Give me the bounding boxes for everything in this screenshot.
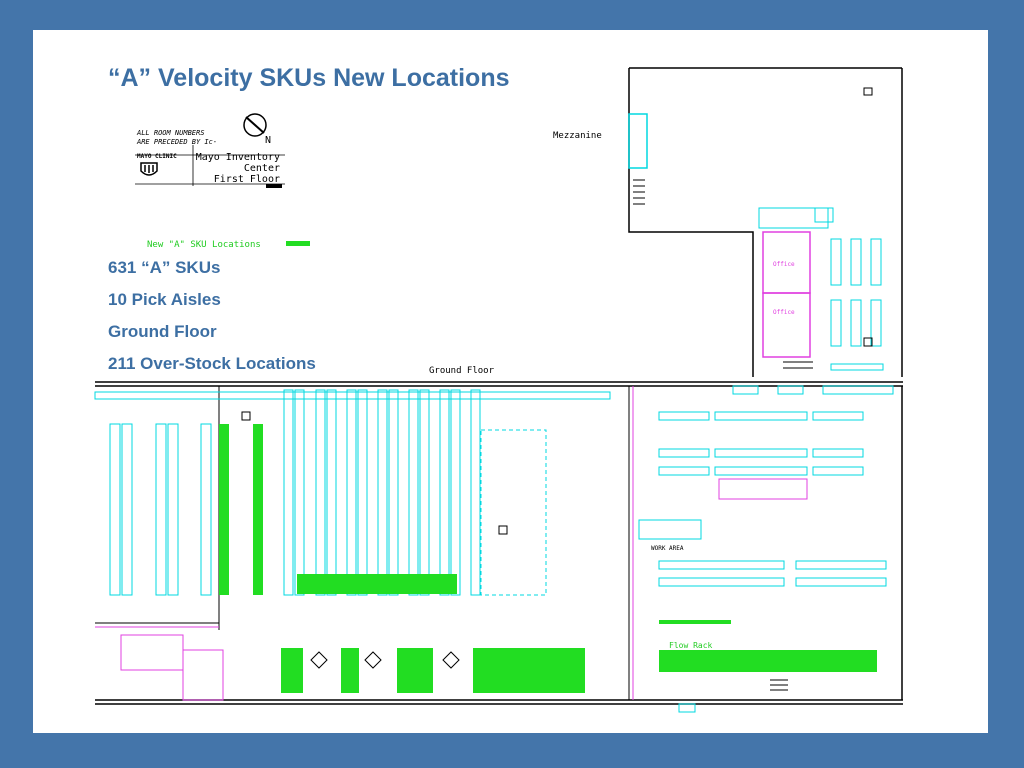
mayo-clinic-logo-text: MAYO CLINIC <box>137 153 177 160</box>
bottom-rooms: Flow Rack <box>120 634 877 713</box>
slide-title: “A” Velocity SKUs New Locations <box>108 64 510 92</box>
slide: “A” Velocity SKUs New Locations 631 “A” … <box>33 30 988 733</box>
legend-title-line1: Mayo Inventory <box>196 152 280 163</box>
office-label-2: Office <box>773 309 795 316</box>
north-label: N <box>265 135 271 146</box>
office-label-1: Office <box>773 261 795 268</box>
mezzanine-area: Mezzanine Office Office <box>553 67 903 377</box>
ground-floor-label: Ground Floor <box>429 366 495 376</box>
legend-note-line2: ARE PRECEDED BY Ic- <box>136 138 217 146</box>
bullet-sku-count: 631 “A” SKUs <box>108 258 221 277</box>
a-sku-legend-text: New "A" SKU Locations <box>147 240 261 250</box>
legend-title-line3: First Floor <box>214 174 280 185</box>
left-pick-racks <box>94 389 611 596</box>
legend-block: ALL ROOM NUMBERS ARE PRECEDED BY Ic- MAY… <box>135 113 310 250</box>
bullet-overstock: 211 Over-Stock Locations <box>108 354 316 373</box>
flow-rack-label: Flow Rack <box>669 641 713 650</box>
right-racks <box>658 385 894 624</box>
bullet-pick-aisles: 10 Pick Aisles <box>108 290 221 309</box>
floor-plan-diagram: ALL ROOM NUMBERS ARE PRECEDED BY Ic- MAY… <box>94 67 903 713</box>
legend-note-line1: ALL ROOM NUMBERS <box>136 129 204 137</box>
mezzanine-label: Mezzanine <box>553 131 602 141</box>
work-area-label: WORK AREA <box>651 545 684 552</box>
flow-rack-green <box>659 650 877 672</box>
mayo-shield-icon <box>140 162 158 176</box>
north-arrow-icon: N <box>243 113 271 146</box>
ground-floor-outline: Ground Floor WORK AREA <box>95 366 903 705</box>
legend-title-line2: Center <box>244 163 280 174</box>
a-sku-legend-swatch <box>286 241 310 246</box>
bullet-floor: Ground Floor <box>108 322 217 341</box>
